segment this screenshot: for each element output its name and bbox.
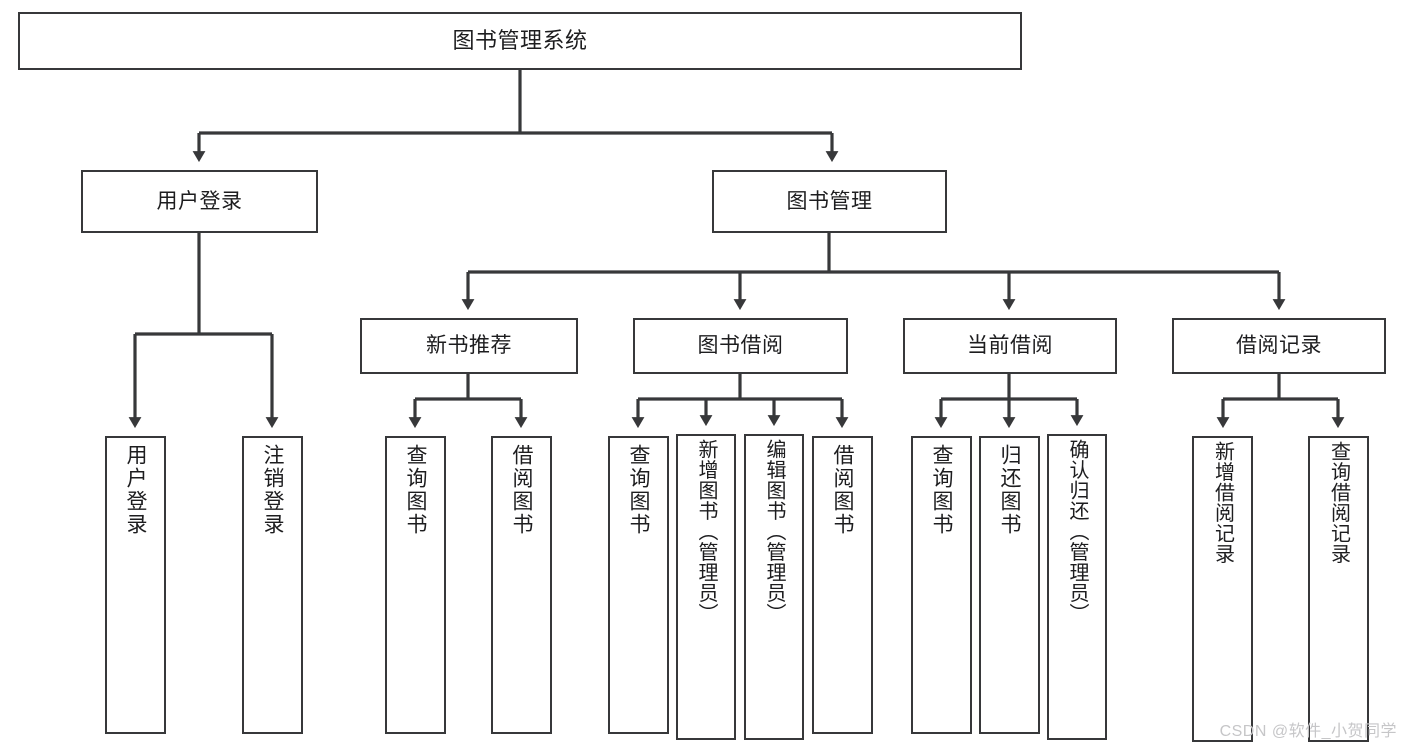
node-label: 注销登录 — [261, 444, 284, 536]
node-book-management[interactable]: 图书管理 — [712, 170, 947, 233]
csdn-watermark: CSDN @软件_小贺同学 — [1219, 723, 1397, 740]
leaf-borrow-book[interactable]: 借阅图书 — [812, 436, 873, 734]
node-book-borrow[interactable]: 图书借阅 — [633, 318, 848, 374]
node-label: 当前借阅 — [967, 334, 1053, 358]
node-user-login[interactable]: 用户登录 — [81, 170, 318, 233]
leaf-query-book-recommend[interactable]: 查询图书 — [385, 436, 446, 734]
node-label: 查询图书 — [930, 444, 953, 536]
leaf-confirm-return-admin[interactable]: 确认归还（管理员） — [1047, 434, 1107, 740]
node-label: 新增借阅记录 — [1211, 441, 1234, 564]
node-label: 编辑图书（管理员） — [763, 439, 785, 624]
node-label: 借阅图书 — [510, 444, 533, 536]
leaf-return-book[interactable]: 归还图书 — [979, 436, 1040, 734]
node-label: 用户登录 — [156, 189, 243, 213]
node-label: 新增图书（管理员） — [695, 439, 717, 624]
node-label: 用户登录 — [124, 444, 147, 536]
node-label: 新书推荐 — [426, 334, 512, 358]
node-label: 归还图书 — [998, 444, 1021, 536]
leaf-user-login[interactable]: 用户登录 — [105, 436, 166, 734]
leaf-borrow-book-recommend[interactable]: 借阅图书 — [491, 436, 552, 734]
node-new-book-recommend[interactable]: 新书推荐 — [360, 318, 578, 374]
node-label: 借阅记录 — [1236, 334, 1322, 358]
leaf-query-book-borrow[interactable]: 查询图书 — [608, 436, 669, 734]
node-label: 查询图书 — [627, 444, 650, 536]
node-label: 查询图书 — [404, 444, 427, 536]
node-label: 图书管理系统 — [452, 27, 588, 53]
node-root-book-management-system[interactable]: 图书管理系统 — [18, 12, 1022, 70]
leaf-query-borrow-record[interactable]: 查询借阅记录 — [1308, 436, 1369, 742]
node-borrow-record[interactable]: 借阅记录 — [1172, 318, 1386, 374]
node-current-borrow[interactable]: 当前借阅 — [903, 318, 1117, 374]
node-label: 图书借阅 — [697, 334, 784, 358]
leaf-edit-book-admin[interactable]: 编辑图书（管理员） — [744, 434, 804, 740]
leaf-logout-login[interactable]: 注销登录 — [242, 436, 303, 734]
node-label: 图书管理 — [786, 189, 873, 213]
node-label: 借阅图书 — [831, 444, 854, 536]
leaf-add-borrow-record[interactable]: 新增借阅记录 — [1192, 436, 1253, 742]
leaf-query-book-current[interactable]: 查询图书 — [911, 436, 972, 734]
node-label: 查询借阅记录 — [1327, 441, 1350, 564]
node-label: 确认归还（管理员） — [1066, 439, 1088, 624]
leaf-add-book-admin[interactable]: 新增图书（管理员） — [676, 434, 736, 740]
